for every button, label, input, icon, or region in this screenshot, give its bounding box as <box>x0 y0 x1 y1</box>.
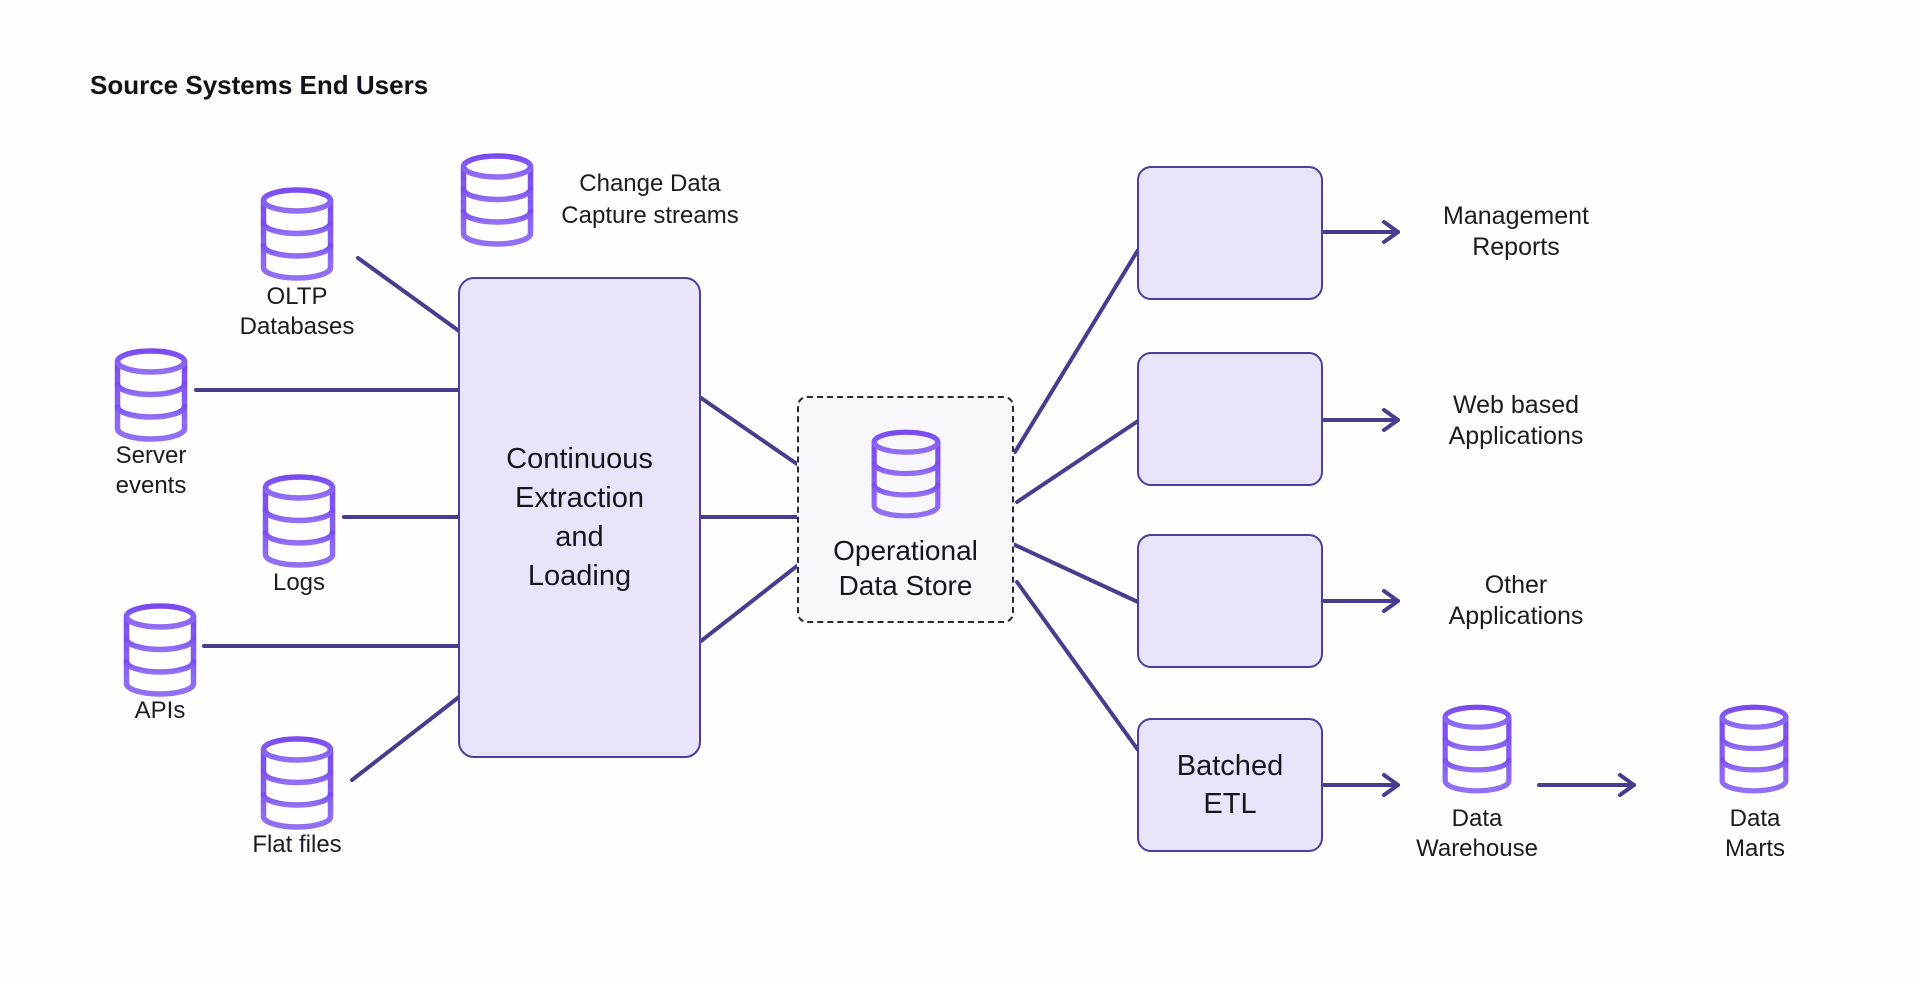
output-box-web <box>1137 352 1323 486</box>
other-applications-label: Other Applications <box>1448 571 1584 630</box>
data-warehouse-label: Data Warehouse <box>1416 805 1538 862</box>
connector-flatfiles-to-cel <box>350 695 461 782</box>
ods-database-icon <box>868 429 944 519</box>
data-marts-database-icon <box>1716 704 1792 794</box>
flat-files-database-icon <box>257 736 337 830</box>
web-based-applications-label: Web based Applications <box>1448 391 1584 450</box>
connector-oltp-to-cel <box>356 256 461 333</box>
batched-etl-box: Batched ETL <box>1137 718 1323 852</box>
operational-data-store-label: Operational Data Store <box>833 535 978 601</box>
cdc-streams-label: Change Data Capture streams <box>561 170 739 229</box>
apis-label: APIs <box>134 697 186 724</box>
output-box-other <box>1137 534 1323 668</box>
connector-ods-to-box1 <box>1013 248 1140 454</box>
oltp-databases-label: OLTP Databases <box>239 283 355 340</box>
oltp-database-icon <box>257 187 337 281</box>
server-events-label: Server events <box>115 442 187 499</box>
diagram-title: Source Systems End Users <box>90 70 429 100</box>
logs-database-icon <box>259 474 339 568</box>
data-warehouse-database-icon <box>1439 704 1515 794</box>
logs-label: Logs <box>272 569 326 596</box>
flat-files-label: Flat files <box>252 831 342 858</box>
management-reports-label: Management Reports <box>1443 202 1589 261</box>
connector-cel-to-ods-top <box>699 396 799 466</box>
continuous-extraction-loading-box: Continuous Extraction and Loading <box>458 277 701 758</box>
connector-ods-to-batchedetl <box>1015 580 1140 752</box>
output-box-management <box>1137 166 1323 300</box>
apis-database-icon <box>120 603 200 697</box>
server-events-database-icon <box>111 348 191 442</box>
data-marts-label: Data Marts <box>1725 805 1785 862</box>
connector-cel-to-ods-bottom <box>699 564 799 643</box>
operational-data-store-box: Operational Data Store <box>797 396 1014 623</box>
connector-ods-to-box3 <box>1013 543 1140 604</box>
connector-ods-to-box2 <box>1015 419 1140 504</box>
